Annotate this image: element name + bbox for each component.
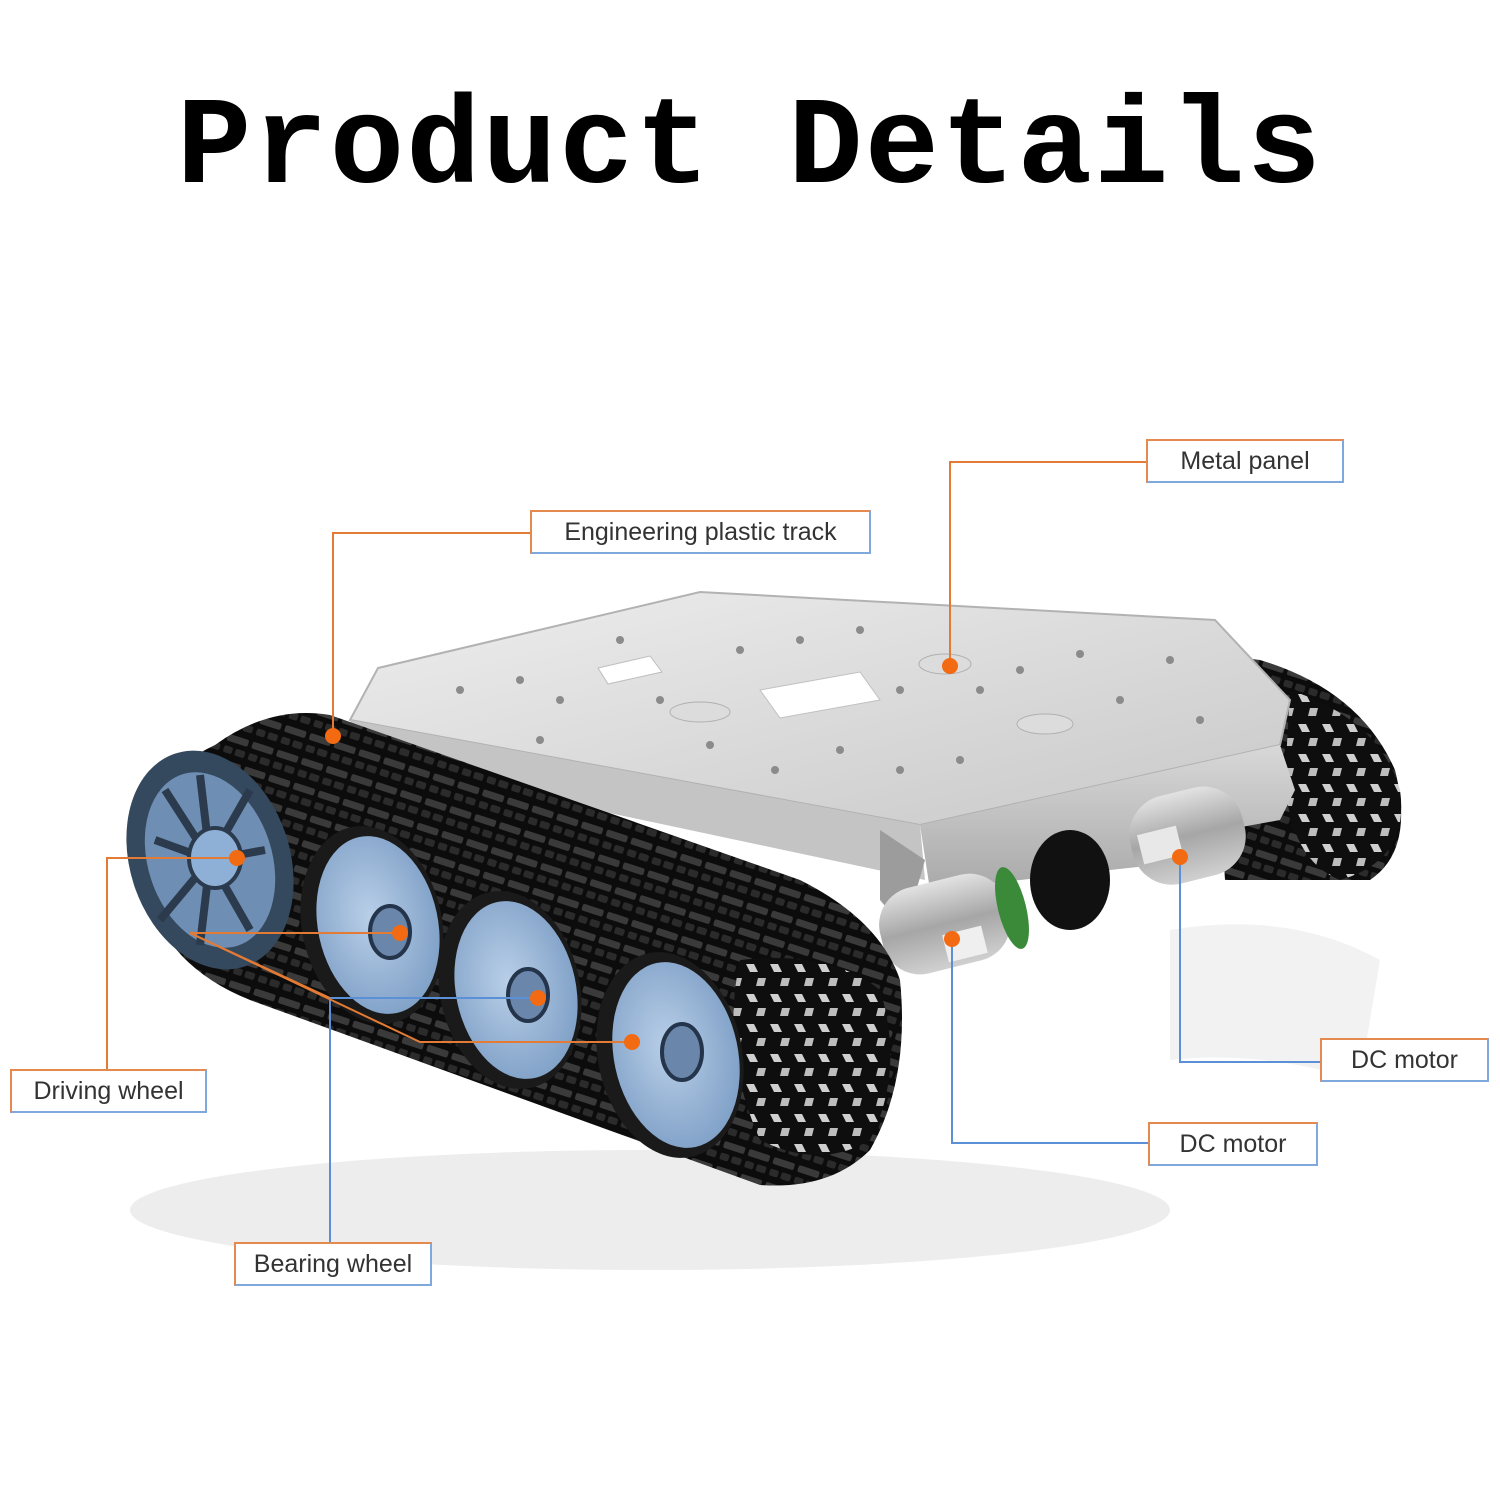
bearing-wheel-3 (596, 952, 744, 1158)
page-title: Product Details (176, 80, 1324, 220)
bearing-wheel-2 (438, 891, 582, 1089)
callout-leaders (106, 461, 1322, 1243)
driving-wheel (126, 750, 294, 970)
label-engineering-plastic-track: Engineering plastic track (530, 510, 871, 554)
label-driving-wheel: Driving wheel (10, 1069, 207, 1113)
label-dc-motor-center: DC motor (1148, 1122, 1318, 1166)
label-bearing-wheel: Bearing wheel (234, 1242, 432, 1286)
leader-dc-motor-right (1179, 857, 1322, 1063)
dc-motor-right-body (1030, 786, 1246, 930)
bearing-wheel-1 (300, 826, 444, 1024)
leader-plastic-track (332, 532, 532, 736)
leader-metal-panel (949, 461, 1148, 666)
dc-motor-center-body (879, 867, 1029, 975)
label-dc-motor-right: DC motor (1320, 1038, 1489, 1082)
callout-markers (229, 658, 1188, 1050)
leader-dc-motor-center (951, 939, 1150, 1144)
leader-driving-wheel (106, 857, 237, 1070)
label-metal-panel: Metal panel (1146, 439, 1344, 483)
